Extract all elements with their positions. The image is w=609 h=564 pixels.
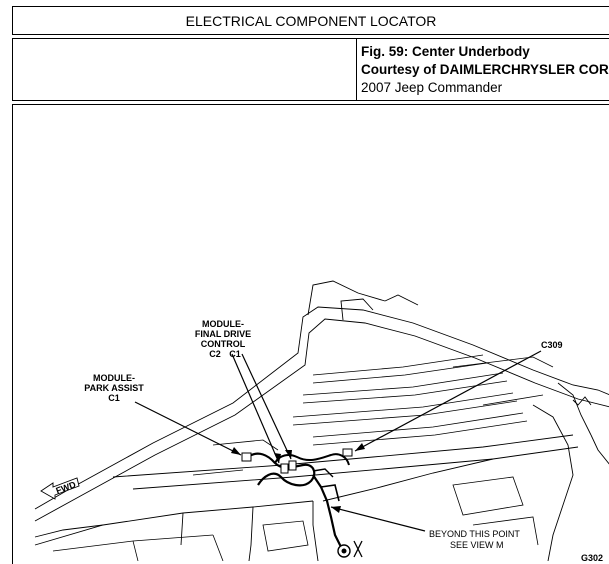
c309-arrowhead bbox=[355, 443, 365, 451]
c309-leader bbox=[354, 350, 542, 452]
cross-members bbox=[52, 476, 539, 561]
wiring-harness bbox=[247, 452, 350, 552]
beyond-label-line2: SEE VIEW M bbox=[450, 540, 504, 550]
park-assist-line2: PARK ASSIST bbox=[84, 383, 144, 393]
vehicle-line: 2007 Jeep Commander bbox=[361, 80, 503, 95]
connectors bbox=[241, 448, 363, 558]
fdc-label-line2: FINAL DRIVE bbox=[195, 329, 251, 339]
fdc-c1-arrowhead bbox=[285, 450, 292, 459]
leader-lines bbox=[134, 350, 542, 532]
ground-mark bbox=[353, 540, 363, 558]
c309-connector bbox=[342, 448, 353, 457]
ground-stud bbox=[341, 548, 347, 554]
ground-ref-label: G302 bbox=[581, 553, 603, 561]
beyond-leader bbox=[330, 506, 426, 532]
park-assist-connector bbox=[241, 452, 252, 462]
page-title: ELECTRICAL COMPONENT LOCATOR bbox=[185, 13, 437, 29]
caption-lines: Fig. 59: Center Underbody Courtesy of DA… bbox=[361, 43, 609, 97]
underbody-outline bbox=[34, 280, 609, 561]
beyond-label-line1: BEYOND THIS POINT bbox=[429, 529, 520, 539]
fdc-c1-leader bbox=[241, 353, 292, 460]
floor-ribs bbox=[192, 354, 554, 476]
park-assist-arrowhead bbox=[231, 447, 241, 455]
callout-labels: MODULE- FINAL DRIVE CONTROL C2 C1 MODULE… bbox=[84, 319, 603, 561]
diagram-frame: FWD MODULE- FINAL DRIVE CONTROL C2 C1 MO… bbox=[12, 104, 609, 564]
fdc-c1-connector bbox=[288, 460, 297, 471]
forward-arrow: FWD bbox=[40, 477, 80, 500]
underbody-diagram: FWD MODULE- FINAL DRIVE CONTROL C2 C1 MO… bbox=[34, 280, 609, 561]
c309-label: C309 bbox=[541, 340, 563, 350]
fdc-c2-arrowhead bbox=[274, 453, 281, 463]
fdc-c2-leader bbox=[231, 353, 280, 464]
caption-divider bbox=[356, 39, 357, 100]
park-assist-line1: MODULE- bbox=[93, 373, 135, 383]
title-bar: ELECTRICAL COMPONENT LOCATOR bbox=[12, 6, 609, 35]
arrow-left-icon bbox=[40, 477, 80, 500]
fdc-label-line1: MODULE- bbox=[202, 319, 244, 329]
park-assist-leader bbox=[134, 401, 242, 456]
arrowheads bbox=[231, 443, 365, 513]
fdc-c2-connector bbox=[280, 463, 289, 474]
courtesy-line: Courtesy of DAIMLERCHRYSLER CORP. bbox=[361, 62, 609, 77]
caption-box: Fig. 59: Center Underbody Courtesy of DA… bbox=[12, 38, 609, 101]
fdc-c2-label: C2 bbox=[209, 349, 221, 359]
beyond-arrowhead bbox=[331, 506, 341, 513]
fdc-c1-label: C1 bbox=[229, 349, 241, 359]
figure-title: Fig. 59: Center Underbody bbox=[361, 44, 530, 59]
park-assist-line3: C1 bbox=[108, 393, 120, 403]
fwd-label: FWD bbox=[54, 479, 77, 496]
fdc-label-line3: CONTROL bbox=[201, 339, 246, 349]
